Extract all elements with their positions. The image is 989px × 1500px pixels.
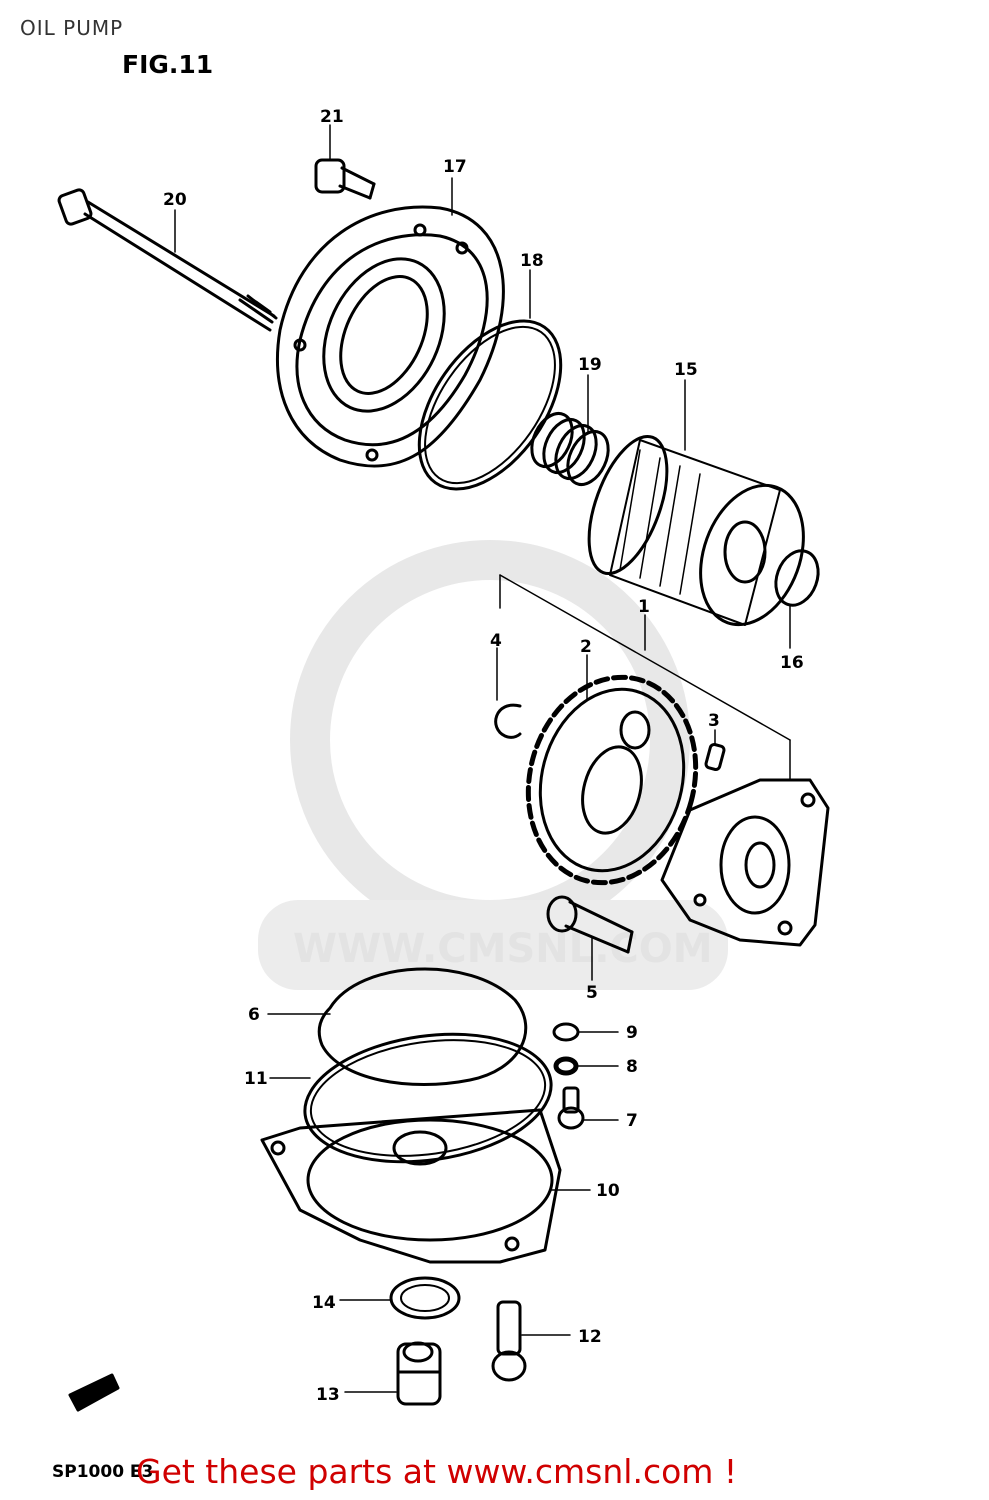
- part-21-bolt: [314, 158, 376, 200]
- part-10-oil-pan-housing: [260, 1108, 562, 1264]
- callout-15: 15: [674, 360, 698, 380]
- figure-label: FIG.11: [122, 50, 214, 79]
- part-3-pin: [704, 742, 726, 772]
- part-18-o-ring: [417, 319, 563, 491]
- part-14-gasket-inner: [400, 1284, 450, 1312]
- part-2-gear: [525, 674, 699, 886]
- callout-numbers: 21 17 20 18 19 15 1 4 2 16 3 5 6 9 8 11 …: [163, 107, 804, 1405]
- callout-3: 3: [708, 711, 720, 731]
- callout-9: 9: [626, 1023, 638, 1043]
- part-5-screw: [546, 895, 634, 954]
- callout-14: 14: [312, 1293, 336, 1313]
- part-7-bolt: [557, 1086, 585, 1130]
- watermark-logo-ring: [290, 540, 690, 940]
- callout-18: 18: [520, 251, 544, 271]
- callout-1: 1: [638, 597, 650, 617]
- watermark-text: WWW.CMSNL.COM: [293, 926, 713, 972]
- callout-12: 12: [578, 1327, 602, 1347]
- part-11-o-ring-inner: [309, 1039, 547, 1157]
- part-6-plate: [317, 967, 528, 1086]
- part-4-circlip: [494, 703, 522, 739]
- part-16-small-o-ring: [774, 549, 820, 607]
- part-8-washer: [553, 1056, 579, 1076]
- part-18-o-ring-inner: [424, 325, 556, 485]
- front-direction-arrow: [68, 1373, 120, 1412]
- part-20-long-bolt: [57, 188, 278, 332]
- callout-2: 2: [580, 637, 592, 657]
- callout-21: 21: [320, 107, 344, 127]
- part-14-gasket: [389, 1276, 461, 1320]
- callout-4: 4: [490, 631, 502, 651]
- callout-11: 11: [244, 1069, 268, 1089]
- callout-5: 5: [586, 983, 598, 1003]
- callout-13: 13: [316, 1385, 340, 1405]
- watermark: WWW.CMSNL.COM: [258, 540, 728, 990]
- assembly-bracket-1: [499, 574, 791, 781]
- callout-10: 10: [596, 1181, 620, 1201]
- part-12-bolt: [491, 1300, 527, 1382]
- part-13-drain-plug: [396, 1341, 442, 1406]
- callout-8: 8: [626, 1057, 638, 1077]
- callout-6: 6: [248, 1005, 260, 1025]
- part-17-cover-plate: [276, 205, 505, 468]
- callout-20: 20: [163, 190, 187, 210]
- part-9-washer: [552, 1022, 580, 1042]
- part-15-oil-filter: [587, 434, 805, 627]
- callout-16: 16: [780, 653, 804, 673]
- callout-19: 19: [578, 355, 602, 375]
- model-code: SP1000 E3: [52, 1462, 154, 1482]
- part-1-pump-body: [660, 778, 830, 947]
- callout-17: 17: [443, 157, 467, 177]
- page-title: OIL PUMP: [20, 16, 124, 40]
- callout-7: 7: [626, 1111, 638, 1131]
- part-11-o-ring: [303, 1032, 553, 1164]
- promo-link[interactable]: Get these parts at www.cmsnl.com !: [136, 1452, 738, 1491]
- leader-lines: [174, 124, 791, 1393]
